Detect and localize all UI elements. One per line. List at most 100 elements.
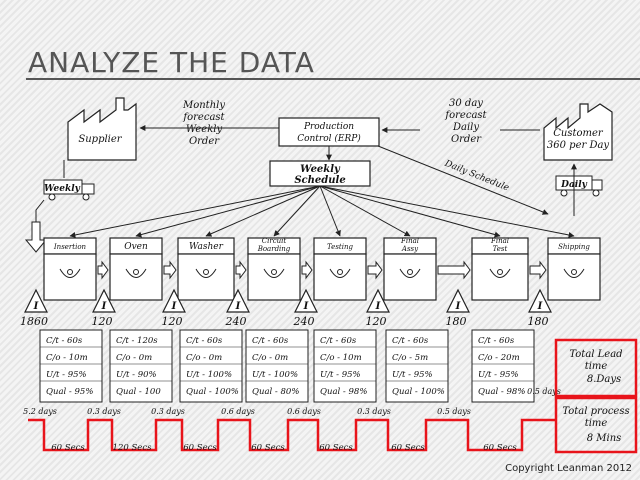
operator-icon <box>489 268 511 278</box>
operator-icon <box>399 268 421 278</box>
slide-title: ANALYZE THE DATA <box>28 46 315 79</box>
timeline-process-time: 120 Secs <box>113 443 153 453</box>
process-name: Washer <box>189 242 224 252</box>
process-box: Insertion <box>43 237 97 301</box>
monthly-note-line1: Monthly <box>182 100 225 111</box>
push-arrow-icon <box>235 260 247 280</box>
push-arrow-icon <box>163 260 177 280</box>
production-control-line1: Production <box>303 122 354 132</box>
day30-note-line4: Order <box>451 134 482 145</box>
operator-icon <box>59 268 81 278</box>
inventory-symbol: I <box>375 301 381 312</box>
inventory-symbol: I <box>537 301 543 312</box>
inventory-qty: 240 <box>225 315 247 328</box>
data-ct: C/t - 60s <box>392 336 429 346</box>
process-name: Circuit <box>262 237 287 245</box>
process-name: Testing <box>327 243 353 251</box>
data-qual: Qual - 98% <box>478 387 525 397</box>
data-co: C/o - 0m <box>186 353 222 363</box>
lead-time-line2: time <box>585 361 608 372</box>
inventory-qty: 120 <box>162 315 183 328</box>
customer-label-line2: 360 per Day <box>547 140 610 151</box>
supplier-push-arrow-icon <box>24 221 48 253</box>
data-co: C/o - 0m <box>252 353 288 363</box>
data-ut: U/t - 100% <box>252 370 298 380</box>
data-ut: U/t - 100% <box>186 370 232 380</box>
customer-truck-icon: Daily <box>555 175 603 197</box>
process-name: Assy <box>401 245 419 253</box>
customer-label-line1: Customer <box>553 128 604 139</box>
day30-note-line1: 30 day <box>449 98 483 109</box>
day30-note-line2: forecast <box>444 110 487 121</box>
process-box: Shipping <box>547 237 601 301</box>
inventory-triangle-icon: I 240 <box>225 288 250 328</box>
timeline-wait-days: 0.5 days <box>437 407 471 416</box>
data-ut: U/t - 95% <box>478 370 519 380</box>
operator-icon <box>195 268 217 278</box>
data-qual: Qual - 100 <box>116 387 161 397</box>
inventory-triangle-icon: I 180 <box>528 288 552 328</box>
inventory-symbol: I <box>101 301 107 312</box>
supplier-factory-icon: Supplier <box>67 97 137 161</box>
monthly-note-line4: Order <box>189 136 220 147</box>
process-name: Insertion <box>53 243 87 251</box>
inventory-symbol: I <box>33 301 39 312</box>
operator-icon <box>563 268 585 278</box>
push-arrow-icon <box>367 260 383 280</box>
timeline-wait-days: 0.3 days <box>87 407 121 416</box>
inventory-triangle-icon: I 1860 <box>20 288 48 328</box>
operator-icon <box>329 268 351 278</box>
lead-time-value: 8.Days <box>587 374 621 385</box>
timeline-wait-days: 5.2 days <box>23 407 57 416</box>
timeline-process-time: 60 Secs <box>319 443 353 453</box>
process-name: Boarding <box>257 245 291 253</box>
process-name: Shipping <box>558 243 590 251</box>
schedule-fan-arrows <box>69 185 575 238</box>
timeline-process-time: 60 Secs <box>483 443 517 453</box>
weekly-schedule-box: Weekly Schedule <box>269 160 371 187</box>
monthly-note-line3: Weekly <box>186 124 223 135</box>
data-ct: C/t - 60s <box>46 336 83 346</box>
total-process-time-box: Total process time 8 Mins <box>554 396 638 454</box>
data-qual: Qual - 100% <box>392 387 445 397</box>
data-co: C/o - 10m <box>320 353 362 363</box>
total-lead-time-box: Total Lead time 8.Days <box>554 338 638 398</box>
push-arrow-icon <box>529 260 547 280</box>
lead-time-line1: Total Lead <box>569 349 622 360</box>
title-rule <box>26 78 640 80</box>
inventory-symbol: I <box>171 301 177 312</box>
data-ct: C/t - 60s <box>252 336 289 346</box>
timeline-process-time: 60 Secs <box>51 443 85 453</box>
timeline-wait-days: 0.6 days <box>221 407 255 416</box>
timeline-wait-days: 0.3 days <box>357 407 391 416</box>
inventory-qty: 1860 <box>20 315 48 328</box>
monthly-forecast-note: Monthly forecast Weekly Order <box>182 100 226 147</box>
data-qual: Qual - 95% <box>46 387 93 397</box>
process-box: Washer <box>177 237 235 301</box>
data-ut: U/t - 90% <box>116 370 157 380</box>
timeline-ladder <box>28 418 556 452</box>
inventory-qty: 180 <box>528 315 549 328</box>
timeline-wait-days: 0.5 days <box>527 387 561 396</box>
inventory-symbol: I <box>235 301 241 312</box>
process-box: Testing <box>313 237 367 301</box>
process-name: Final <box>490 237 509 245</box>
copyright-text: Copyright Leanman 2012 <box>505 463 632 474</box>
timeline-process-time: 60 Secs <box>183 443 217 453</box>
weekly-schedule-line1: Weekly <box>300 164 341 175</box>
operator-icon <box>125 268 147 278</box>
inventory-qty: 240 <box>293 315 315 328</box>
data-co: C/o - 10m <box>46 353 88 363</box>
